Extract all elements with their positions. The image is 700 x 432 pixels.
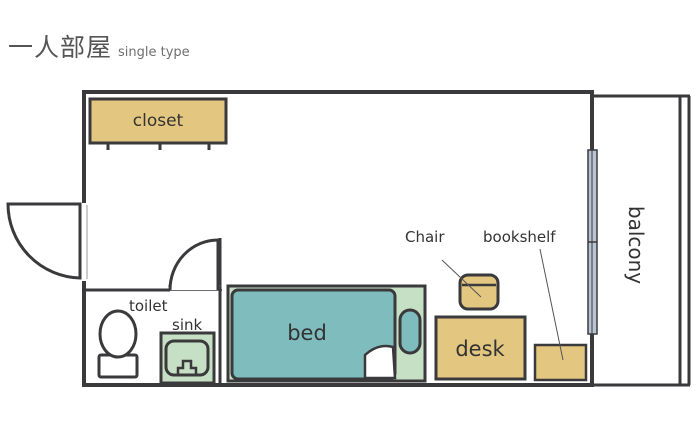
bookshelf-leader-line [539, 248, 564, 361]
bookshelf-label: bookshelf [483, 228, 556, 246]
bed-mattress [230, 288, 397, 381]
chair [458, 273, 500, 311]
bed-label: bed [287, 321, 327, 345]
page-title: 一人部屋 single type [8, 28, 190, 64]
closet [88, 97, 228, 145]
bookshelf [533, 343, 588, 382]
chair-leader-line [441, 259, 482, 298]
entrance-door-gap [80, 203, 88, 281]
sink-faucet-icon [176, 359, 198, 376]
balcony-label: balcony [624, 206, 648, 284]
closet-label: closet [133, 111, 184, 131]
sink-label: sink [172, 316, 202, 334]
chair-label: Chair [405, 228, 445, 246]
bed-blanket-fold [363, 344, 397, 380]
toilet-door-swing [168, 238, 220, 291]
toilet-bowl [98, 309, 138, 359]
title-english: single type [118, 45, 190, 60]
desk [434, 315, 527, 381]
bed-pillow [398, 308, 422, 355]
entrance-door-swing [6, 202, 82, 280]
title-japanese: 一人部屋 [8, 33, 113, 62]
sink-basin [164, 339, 210, 377]
desk-label: desk [455, 337, 505, 361]
toilet-label: toilet [129, 297, 168, 315]
